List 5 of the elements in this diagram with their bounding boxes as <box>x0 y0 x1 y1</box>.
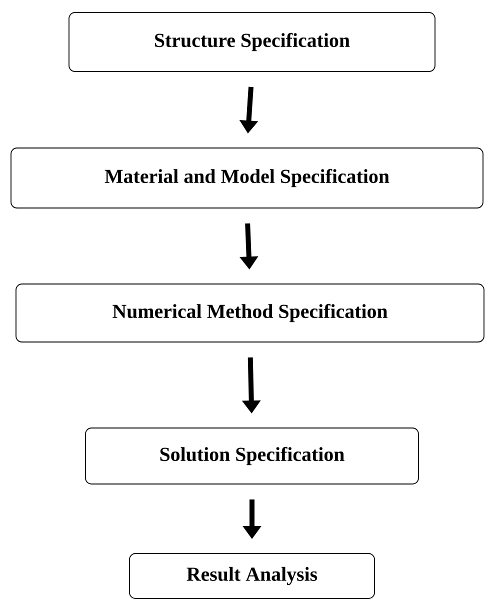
process-box: Numerical Method Specification <box>16 284 484 342</box>
process-box: Structure Specification <box>68 12 436 72</box>
process-box: Result Analysis <box>129 553 375 599</box>
process-box: Material and Model Specification <box>10 148 484 208</box>
process-box: Solution Specification <box>85 428 419 484</box>
